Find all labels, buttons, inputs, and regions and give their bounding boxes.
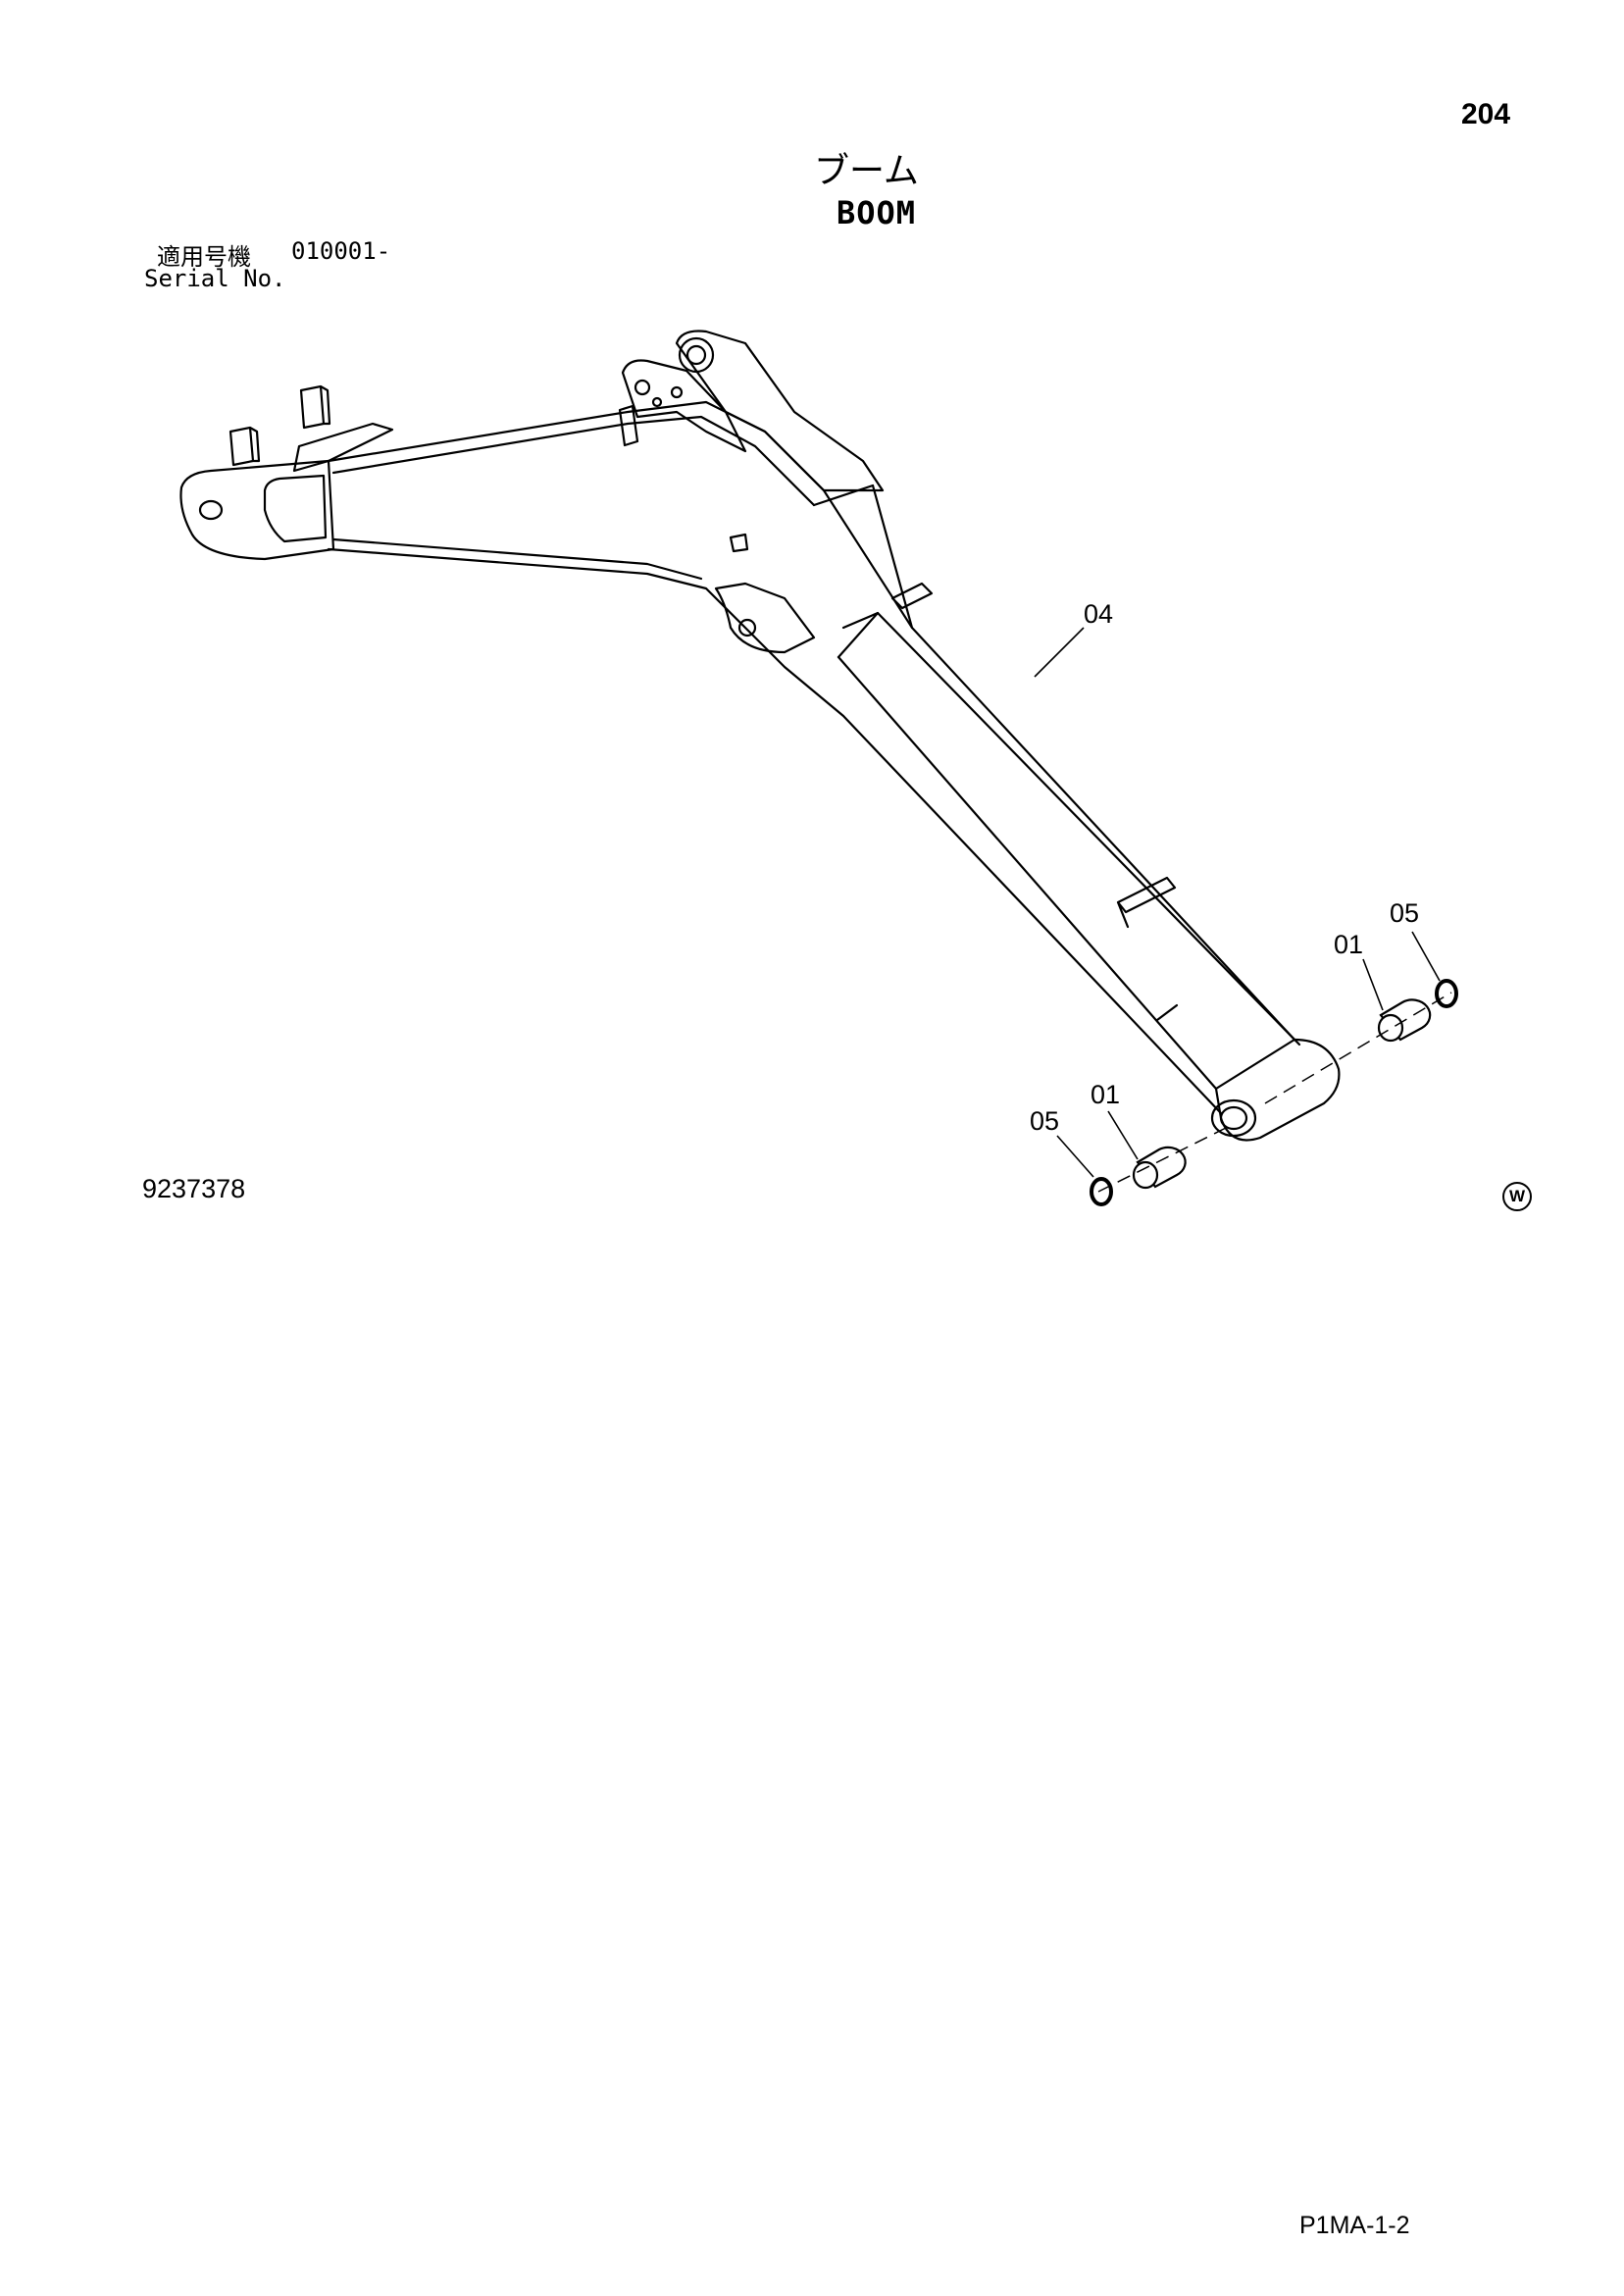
boom-arm-upper-edge <box>871 484 914 630</box>
page-code: P1MA-1-2 <box>1299 2212 1410 2239</box>
circled-w-mark: W <box>1502 1182 1532 1211</box>
serial-label-english: Serial No. <box>144 265 286 292</box>
cylinder-pin-boss <box>678 336 715 374</box>
boom-nose-pin-boss <box>1210 1098 1257 1138</box>
cylinder-pin-hole <box>685 344 707 366</box>
arm-plate-lower <box>1116 876 1177 929</box>
leader-04 <box>1034 627 1085 678</box>
leader-05-upper <box>1411 931 1441 982</box>
foot-pin-hole <box>198 499 224 521</box>
leader-01-upper <box>1362 958 1384 1011</box>
boom-nose <box>1214 1038 1341 1142</box>
leader-05-lower <box>1056 1135 1094 1178</box>
boom-cylinder-lug <box>714 582 816 654</box>
boom-nose-pin-hole <box>1219 1105 1248 1131</box>
side-boss <box>729 533 749 553</box>
callout-04: 04 <box>1084 599 1113 629</box>
callout-05-upper: 05 <box>1390 898 1419 928</box>
title-japanese: ブーム <box>814 151 919 191</box>
bushing-upper-face <box>1377 1013 1404 1043</box>
arm-plate-upper <box>890 582 934 610</box>
callout-01-lower: 01 <box>1091 1080 1120 1109</box>
top-bracket-left <box>228 426 261 467</box>
cylinder-bracket-rear <box>675 330 885 492</box>
foot-lug-inner <box>263 474 328 543</box>
page-number: 204 <box>1461 98 1511 130</box>
boom-upper-chord-inner <box>331 415 816 507</box>
drawing-number: 9237378 <box>142 1174 246 1203</box>
boom-cylinder-lug-hole <box>737 618 757 638</box>
cylinder-bracket <box>621 359 747 453</box>
leader-lines <box>1034 627 1441 1178</box>
top-bracket-right <box>618 404 639 447</box>
top-bracket-middle <box>299 384 331 430</box>
boom-lower-chord <box>327 547 1223 1115</box>
bracket-hole-b <box>670 385 684 399</box>
arm-weld-line <box>1155 1003 1179 1022</box>
seal-upper <box>1435 979 1458 1008</box>
seal-lower <box>1090 1177 1113 1206</box>
serial-value: 010001- <box>291 237 391 265</box>
boom-upper-chord <box>327 400 1296 1042</box>
pin-centerline <box>1097 992 1452 1193</box>
boom-arm-side-line <box>837 655 1218 1091</box>
exploded-parts <box>1090 979 1458 1206</box>
leader-01-lower <box>1107 1110 1139 1160</box>
serial-label-japanese: 適用号機 <box>157 243 251 271</box>
boom-foot-lug <box>179 459 335 561</box>
bushing-lower-face <box>1132 1160 1159 1190</box>
title-english: BOOM <box>837 194 917 231</box>
bend-line-lower <box>837 611 880 659</box>
callout-05-lower: 05 <box>1030 1106 1059 1136</box>
callout-01-upper: 01 <box>1334 930 1363 959</box>
top-plate <box>292 422 394 473</box>
boom-arm-top-line <box>876 611 1301 1046</box>
bracket-hole-a <box>634 379 651 396</box>
bend-line-upper <box>812 484 875 507</box>
bracket-hole-c <box>651 396 663 408</box>
boom-lower-chord-inner <box>331 537 703 581</box>
boom-drawing <box>179 330 1341 1142</box>
